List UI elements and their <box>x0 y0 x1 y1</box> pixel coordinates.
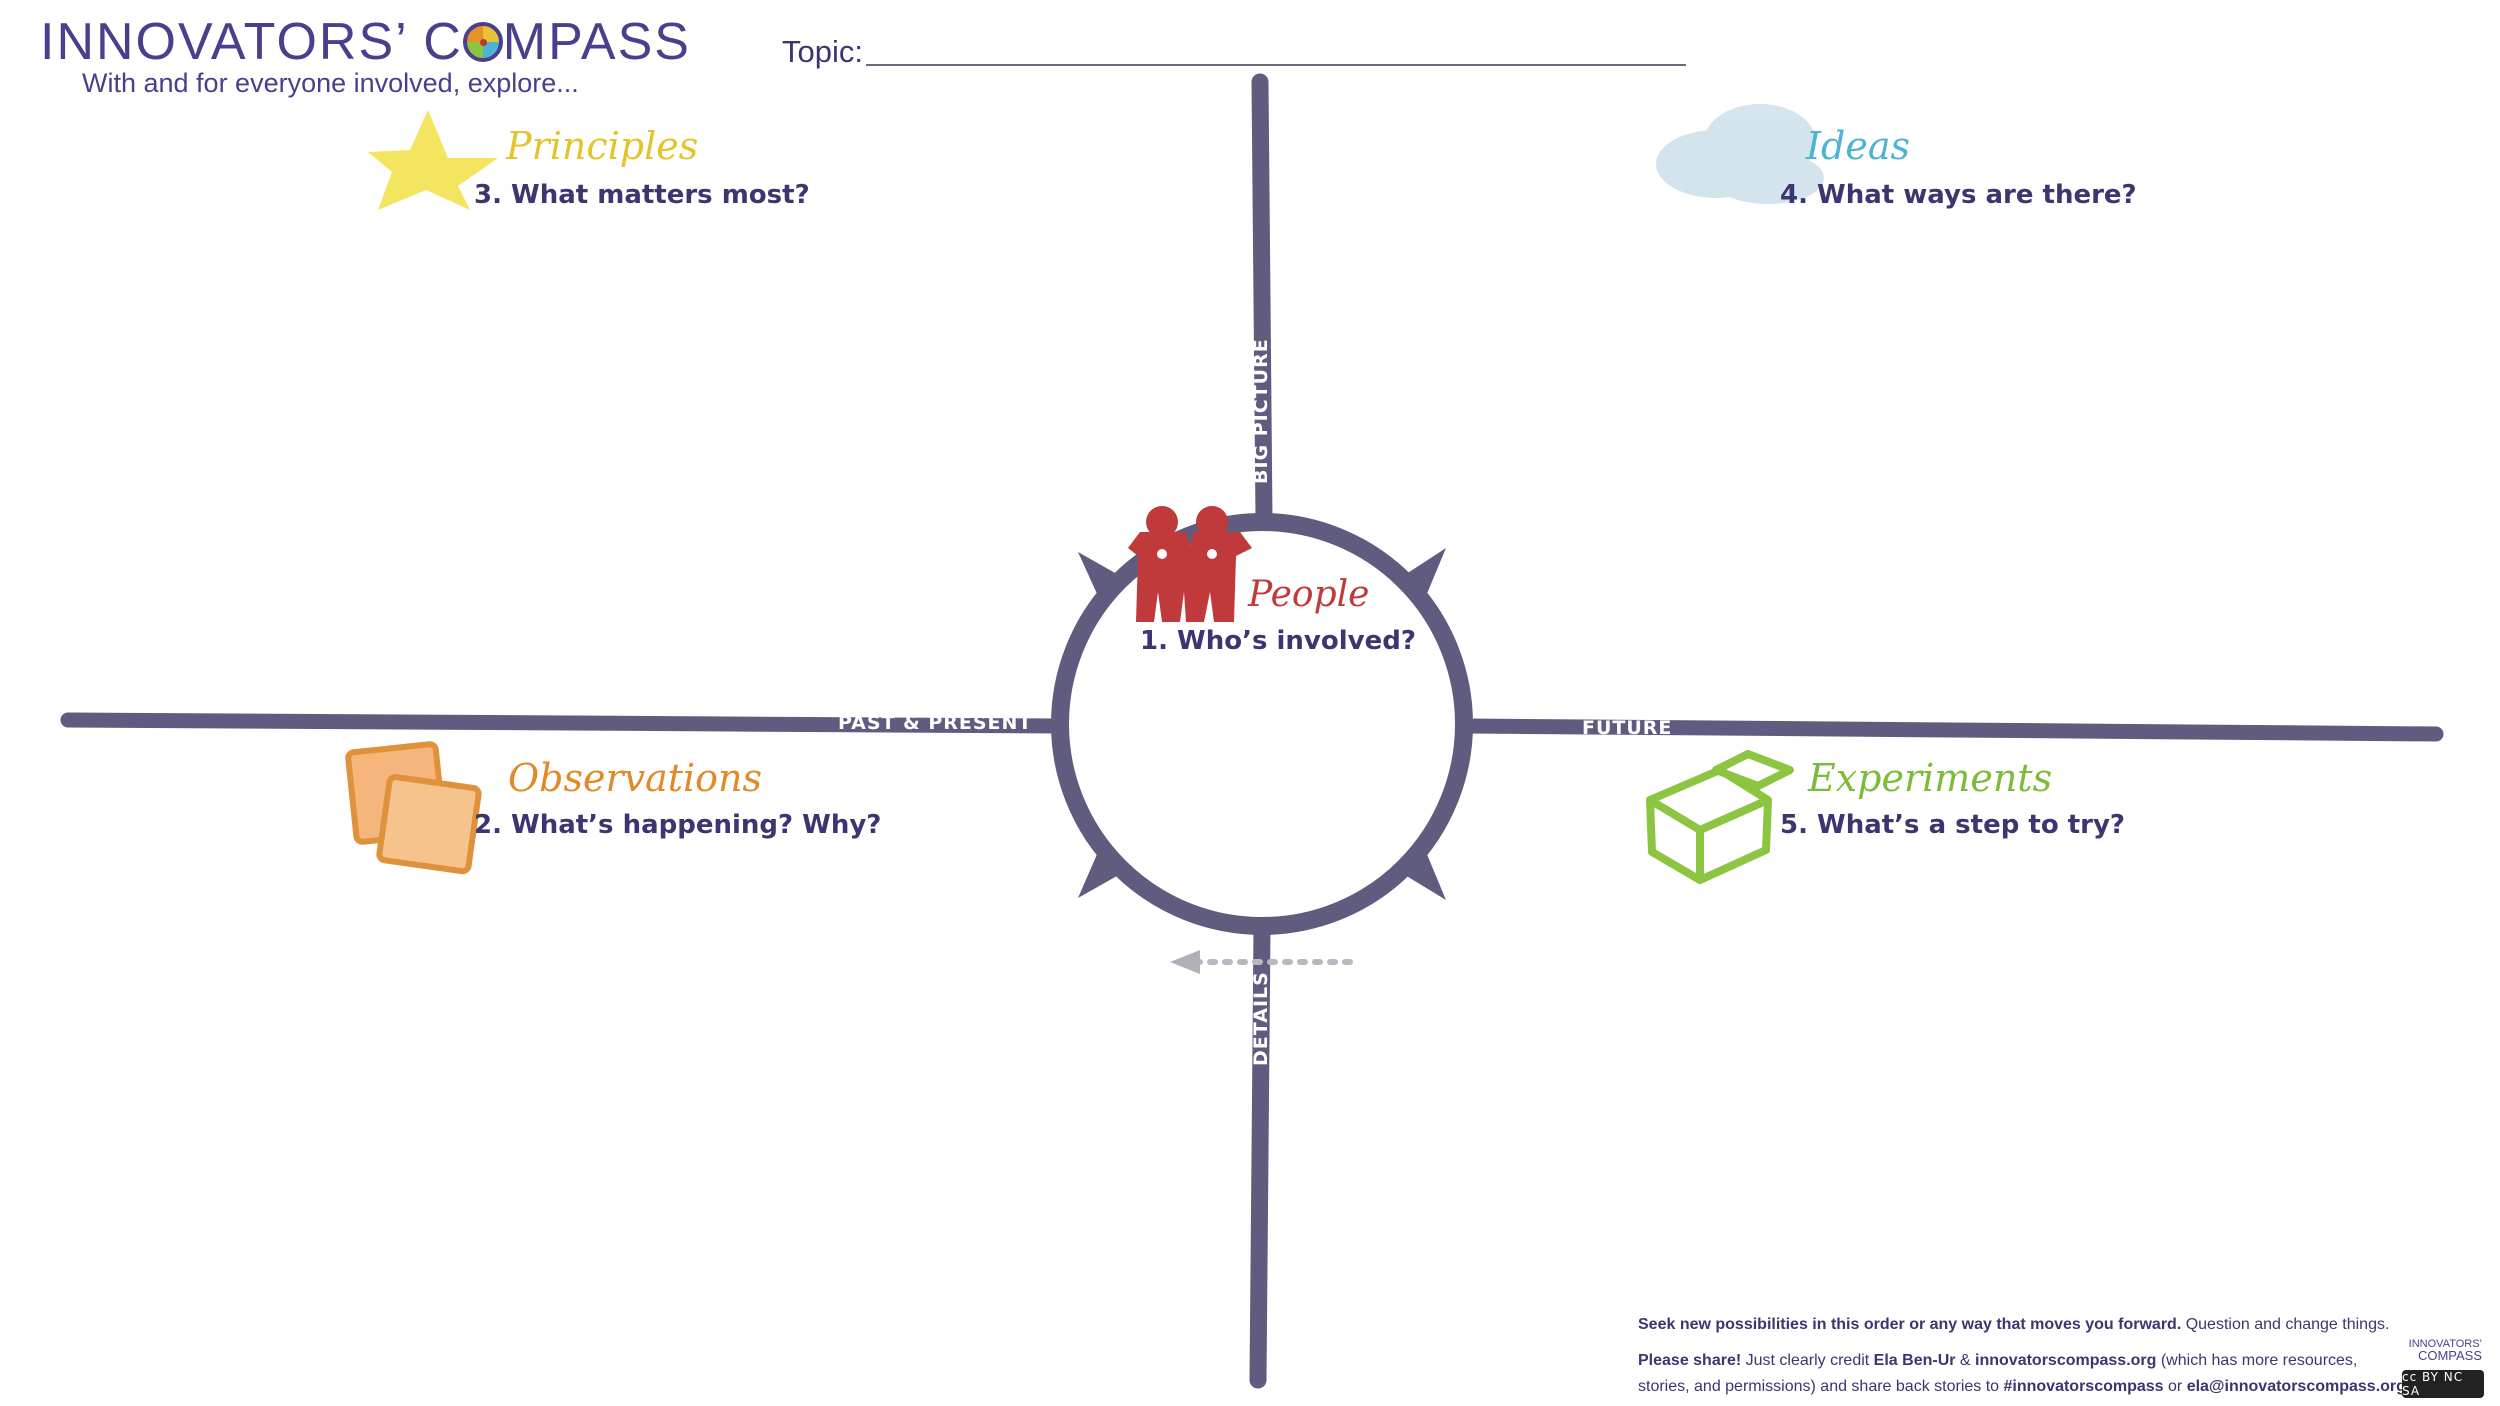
ideas-title: Ideas <box>1806 124 1910 168</box>
notes-icon <box>345 741 482 875</box>
principles-title: Principles <box>506 124 699 168</box>
brand-text-right: MPASS <box>502 13 691 71</box>
box-icon <box>1646 750 1794 884</box>
axis-label-future: FUTURE <box>1582 717 1673 739</box>
hashtag-link[interactable]: #innovatorscompass <box>2003 1378 2164 1395</box>
vertical-road <box>1249 73 1273 1389</box>
horizontal-road <box>60 712 2444 742</box>
brand-text-left: INNOVATORS’ C <box>40 13 463 71</box>
footer-line-2: Please share! Just clearly credit Ela Be… <box>1638 1352 2358 1369</box>
observations-question: 2. What’s happening? Why? <box>474 810 882 840</box>
tagline: With and for everyone involved, explore.… <box>82 68 579 98</box>
topic-label: Topic: <box>782 34 863 69</box>
cc-license-badge: cc BY NC SA <box>2402 1370 2484 1398</box>
topic-field[interactable] <box>866 64 1686 66</box>
footer-logo: INNOVATORS’COMPASS <box>2408 1338 2482 1363</box>
compass-spikes <box>1078 548 1446 900</box>
compass-logo-icon <box>462 22 503 62</box>
email-link[interactable]: ela@innovatorscompass.org <box>2186 1378 2406 1395</box>
experiments-title: Experiments <box>1808 756 2053 800</box>
brand-logo: INNOVATORS’ C MPASS <box>40 12 691 72</box>
axis-label-past-present: PAST & PRESENT <box>838 712 1033 734</box>
people-title: People <box>1248 574 1370 615</box>
ideas-question: 4. What ways are there? <box>1780 180 2137 210</box>
experiments-question: 5. What’s a step to try? <box>1780 810 2126 840</box>
star-icon <box>368 110 498 210</box>
cloud-icon <box>1656 104 1824 204</box>
people-question: 1. Who’s involved? <box>1140 626 1416 656</box>
observations-title: Observations <box>508 756 763 800</box>
center-ring <box>1051 513 1473 935</box>
axis-label-big-picture: BIG PICTURE <box>1250 338 1272 484</box>
axis-label-details: DETAILS <box>1250 971 1272 1066</box>
order-arrow <box>1170 950 1353 974</box>
site-link[interactable]: innovatorscompass.org <box>1975 1352 2157 1369</box>
principles-question: 3. What matters most? <box>474 180 810 210</box>
people-icon <box>1128 506 1252 622</box>
footer-line-1: Seek new possibilities in this order or … <box>1638 1316 2390 1333</box>
footer-line-3: stories, and permissions) and share back… <box>1638 1378 2410 1395</box>
